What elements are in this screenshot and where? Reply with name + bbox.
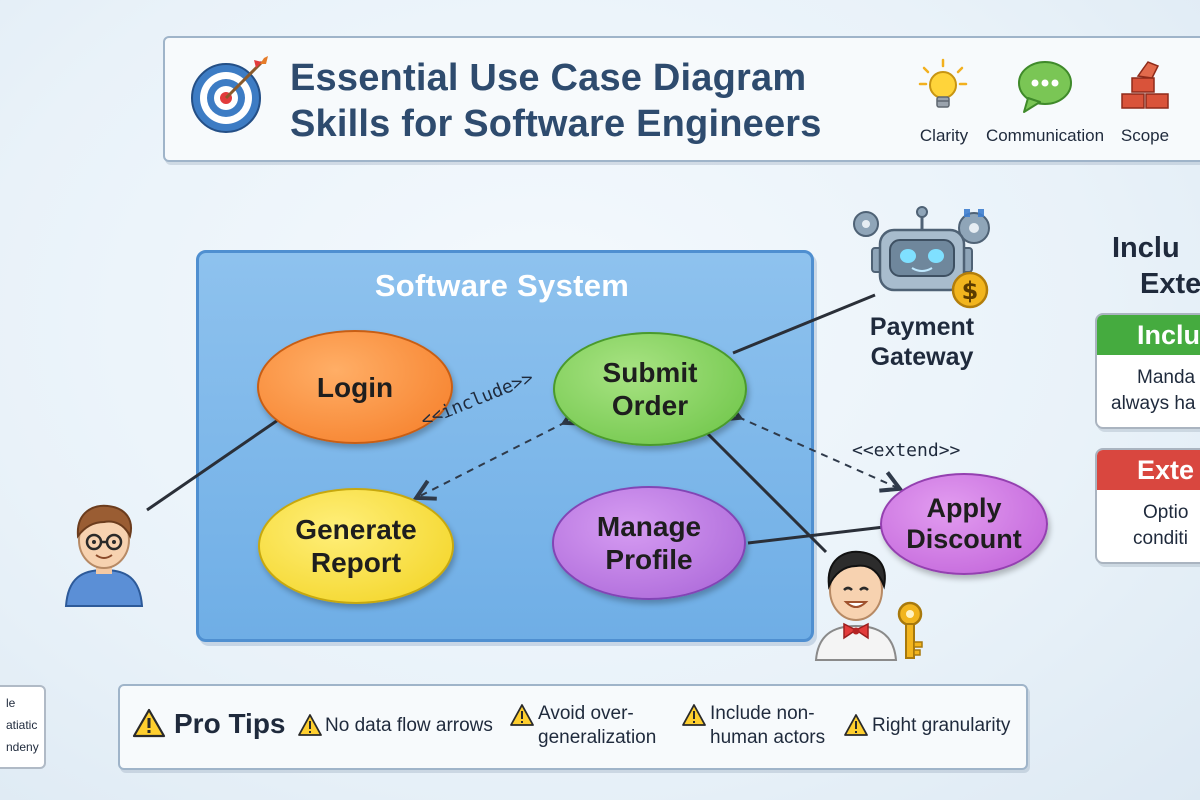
payment-gateway-label-line1: Payment — [869, 313, 975, 341]
include-card-line1: Manda — [1137, 367, 1196, 388]
tip-item-1: No data flow arrows — [325, 714, 493, 738]
left-card-line3: ndeny — [6, 740, 39, 754]
extend-card-line1: Optio — [1143, 502, 1189, 523]
extend-card-body: Optio conditi — [1097, 490, 1200, 552]
right-heading-line2: Exte — [1140, 268, 1200, 300]
use-case-generate-report[interactable]: Generate Report — [258, 488, 454, 604]
payment-gateway-label-line2: Gateway — [870, 343, 974, 371]
use-case-login-label: Login — [316, 371, 394, 403]
title-line-1: Essential Use Case Diagram — [290, 57, 807, 99]
speech-bubble-icon — [1018, 61, 1072, 113]
use-case-generate-report-line1: Generate — [295, 514, 417, 545]
include-arrow — [418, 422, 566, 497]
tip-warning-icon — [682, 704, 706, 726]
tip-item-1-line1: No data flow arrows — [325, 715, 493, 736]
badge-scope-label: Scope — [1120, 126, 1170, 145]
right-heading-line1: Inclu — [1112, 232, 1180, 264]
tip-warning-icon — [844, 714, 868, 736]
extend-label: <<extend>> — [852, 440, 961, 461]
include-card-body: Manda always ha — [1097, 355, 1200, 417]
use-case-manage-profile[interactable]: Manage Profile — [552, 486, 746, 600]
robot-icon[interactable]: $ — [848, 204, 996, 312]
extend-arrow — [738, 417, 898, 488]
use-case-apply-discount[interactable]: Apply Discount — [880, 473, 1048, 575]
left-card-line2: atiatic — [6, 718, 38, 732]
user-avatar-icon[interactable] — [60, 498, 148, 608]
pro-tips-title: Pro Tips — [174, 708, 286, 739]
assoc-gateway-submit — [732, 293, 876, 355]
title-line-2: Skills for Software Engineers — [290, 103, 822, 145]
left-card-line1: le — [6, 696, 16, 710]
left-partial-card — [0, 685, 46, 769]
tip-item-3-line2: human actors — [710, 727, 826, 748]
tip-item-2: Avoid over- generalization — [538, 702, 656, 750]
payment-gateway-label: Payment Gateway — [852, 312, 992, 372]
tip-item-4: Right granularity — [872, 714, 1010, 738]
use-case-generate-report-line2: Report — [310, 547, 402, 578]
include-card-line2: always ha — [1111, 393, 1196, 414]
badge-communication-label: Communication — [985, 126, 1105, 145]
warning-icon — [132, 708, 166, 738]
tip-item-2-line1: Avoid over- — [538, 703, 634, 724]
svg-text:$: $ — [962, 277, 979, 305]
include-card: Inclu Manda always ha — [1095, 313, 1200, 429]
use-case-login[interactable]: Login — [257, 330, 453, 444]
use-case-submit-order-line2: Order — [611, 390, 689, 421]
assoc-profile-discount — [747, 525, 885, 545]
use-case-apply-discount-line1: Apply — [926, 493, 1002, 523]
extend-card-title: Exte — [1097, 450, 1200, 490]
use-case-submit-order[interactable]: Submit Order — [553, 332, 747, 446]
page-title: Essential Use Case Diagram Skills for So… — [290, 55, 890, 147]
bricks-icon — [1121, 61, 1169, 109]
extend-card-line2: conditi — [1133, 528, 1188, 549]
tip-item-3-line1: Include non- — [710, 703, 815, 724]
tip-item-4-line1: Right granularity — [872, 715, 1011, 736]
admin-avatar-icon[interactable] — [812, 546, 930, 662]
target-icon — [191, 56, 268, 133]
tip-warning-icon — [298, 714, 322, 736]
use-case-apply-discount-line2: Discount — [906, 524, 1022, 554]
badge-clarity-label: Clarity — [919, 126, 969, 145]
tip-item-2-line2: generalization — [538, 727, 657, 748]
use-case-manage-profile-line2: Profile — [605, 544, 693, 575]
pro-tips-banner — [118, 684, 1028, 770]
include-card-title: Inclu — [1097, 315, 1200, 355]
tip-item-3: Include non- human actors — [710, 702, 825, 750]
use-case-submit-order-line1: Submit — [602, 357, 698, 388]
extend-card: Exte Optio conditi — [1095, 448, 1200, 564]
lightbulb-icon — [918, 58, 968, 108]
assoc-user-login — [146, 418, 279, 512]
tip-warning-icon — [510, 704, 534, 726]
system-title: Software System — [374, 268, 630, 303]
use-case-manage-profile-line1: Manage — [596, 511, 702, 542]
right-panel-heading: Inclu Exte — [1112, 230, 1200, 302]
